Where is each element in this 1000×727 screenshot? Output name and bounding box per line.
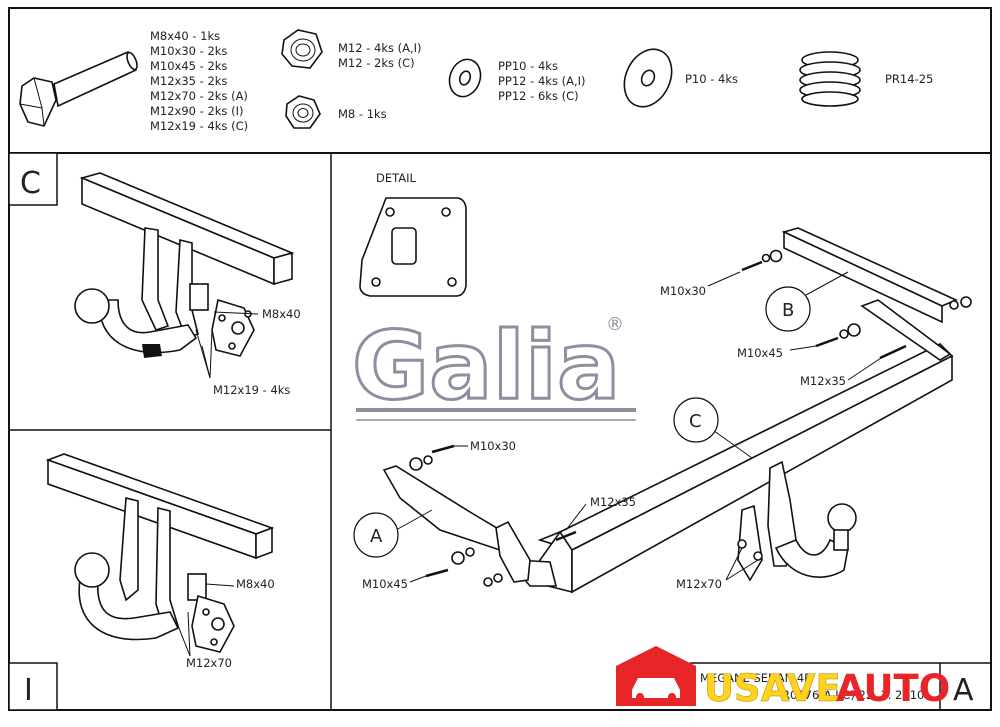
nut-large-icon <box>281 29 323 69</box>
spring-icon <box>799 51 861 107</box>
bolt-item: M10x45 - 2ks <box>150 59 227 73</box>
bolt-item: M12x35 - 2ks <box>150 74 227 88</box>
nut-small-label: M8 - 1ks <box>338 107 387 121</box>
washer-large-icon <box>623 48 673 108</box>
detail-label: DETAIL <box>376 171 417 185</box>
bolt-icon <box>19 50 138 127</box>
washer-large-label: P10 - 4ks <box>685 72 738 86</box>
callout-b-letter: B <box>782 300 794 321</box>
registered-mark: ® <box>606 314 624 335</box>
main-assembly-drawing <box>382 227 972 594</box>
washer-small-label: PP12 - 6ks (C) <box>498 89 579 103</box>
label-m10x45-mid: M10x45 <box>737 346 783 360</box>
bolt-item: M12x19 - 4ks (C) <box>150 119 248 133</box>
nut-small-icon <box>285 95 321 129</box>
label-m12x35-mid: M12x35 <box>590 495 636 509</box>
bolt-item: M10x30 - 2ks <box>150 44 227 58</box>
detail-plate-drawing <box>359 197 467 297</box>
nut-large-label: M12 - 2ks (C) <box>338 56 415 70</box>
panel-i-towbar-drawing <box>45 453 275 657</box>
outer-frame <box>8 7 992 711</box>
callout-c <box>673 397 719 443</box>
bolt-item: M12x90 - 2ks (I) <box>150 104 243 118</box>
spring-label: PR14-25 <box>885 72 933 86</box>
panel-i-bolts-label: M12x70 <box>186 656 232 670</box>
panel-c-bolts-label: M12x19 - 4ks <box>213 383 290 397</box>
nut-large-label: M12 - 4ks (A,I) <box>338 41 422 55</box>
bolt-item: M12x70 - 2ks (A) <box>150 89 248 103</box>
callout-a <box>353 512 399 558</box>
panel-i-letter-box <box>8 662 58 711</box>
panel-c-letter-box <box>8 152 58 206</box>
label-m10x45-left: M10x45 <box>362 577 408 591</box>
galia-logo-text: Galia <box>352 312 620 421</box>
panel-i-letter: I <box>24 673 33 708</box>
callout-a-letter: A <box>370 526 383 547</box>
label-m10x30-left: M10x30 <box>470 439 516 453</box>
panel-c-towbar-drawing <box>74 172 295 379</box>
galia-logo: Galia ® <box>351 311 636 423</box>
watermark-text-usave: USAVE <box>704 667 841 710</box>
washer-small-label: PP12 - 4ks (A,I) <box>498 74 585 88</box>
bolt-item: M8x40 - 1ks <box>150 29 220 43</box>
callout-b <box>765 286 811 332</box>
washer-small-label: PP10 - 4ks <box>498 59 558 73</box>
panel-i-bolt-label: M8x40 <box>236 577 275 591</box>
watermark-text-auto: AUTO <box>836 667 950 710</box>
title-line-2: R0876(A,I,C) 22. 3. 2010 <box>782 688 924 702</box>
corner-letter: A <box>953 673 974 708</box>
bolt-list: M8x40 - 1ks M10x30 - 2ks M10x45 - 2ks M1… <box>150 29 248 133</box>
label-m12x35-right: M12x35 <box>800 374 846 388</box>
usaveauto-watermark: USAVE AUTO <box>616 646 950 710</box>
label-m12x70: M12x70 <box>676 577 722 591</box>
panel-c-bolt-label: M8x40 <box>262 307 301 321</box>
washer-small-icon <box>448 58 482 98</box>
title-line-1: MEGANE SEDAN 4D <box>700 671 813 685</box>
label-m10x30-top: M10x30 <box>660 284 706 298</box>
panel-c-letter: C <box>20 166 41 201</box>
callout-c-letter: C <box>689 411 702 432</box>
